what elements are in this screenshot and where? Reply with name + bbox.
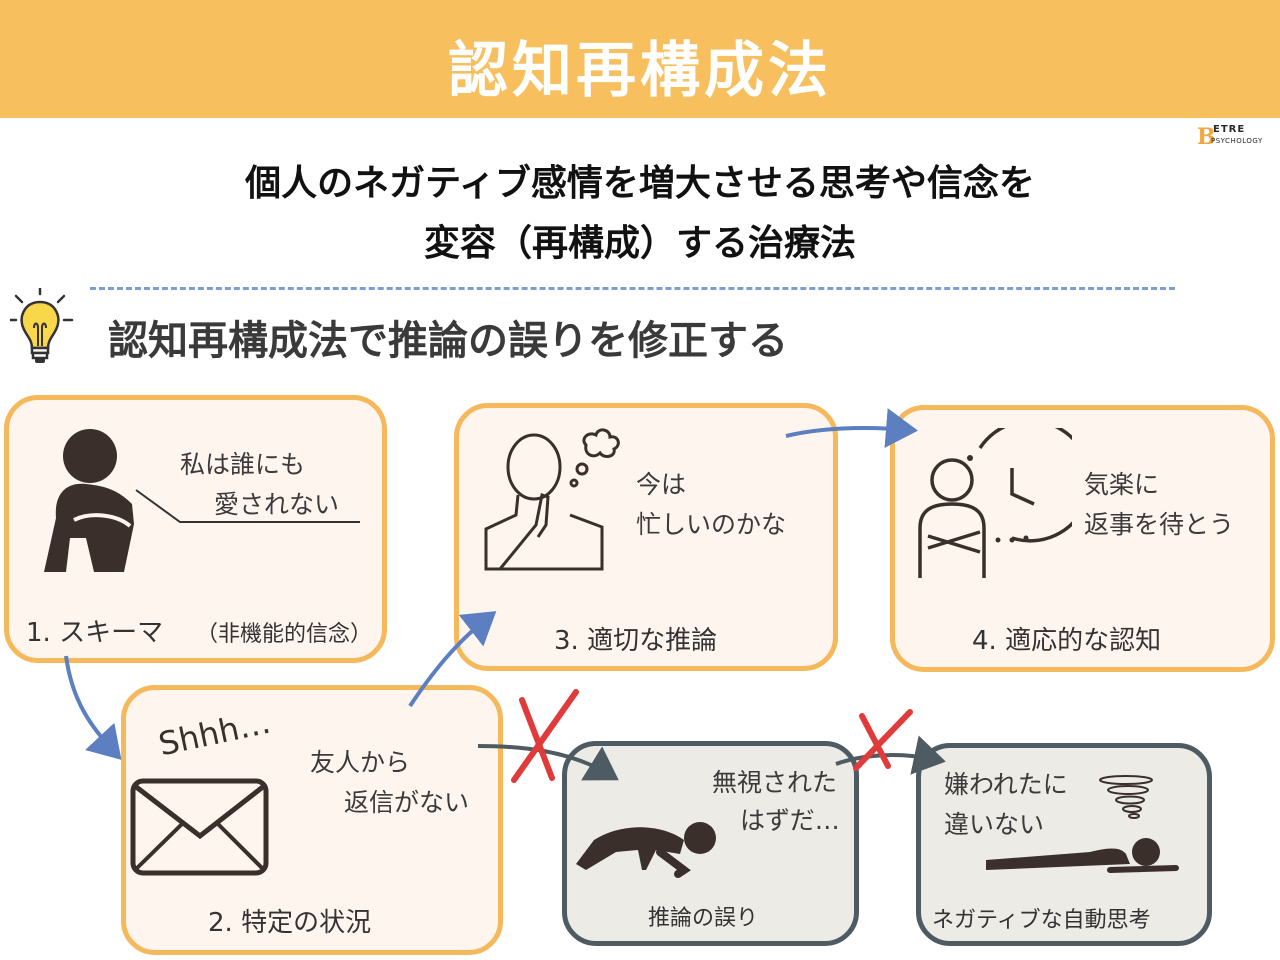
envelope-icon (130, 778, 269, 876)
page-title: 認知再構成法 (448, 36, 832, 106)
appropriate-inference-box (454, 403, 838, 671)
negative-caption: ネガティブな自動思考 (932, 908, 1151, 933)
schema-thought-line1: 私は誰にも (180, 450, 306, 479)
logo-line2: PSYCHOLOGY (1211, 137, 1263, 145)
header-banner: 認知再構成法 (0, 0, 1280, 118)
betre-logo: B ETRE PSYCHOLOGY (1197, 124, 1275, 150)
adaptive-text-line1: 気楽に (1084, 470, 1160, 499)
error-text-line2: はずだ… (740, 806, 840, 835)
arrow-appropriate-to-adaptive (785, 408, 918, 449)
situation-text-line1: 友人から (310, 748, 411, 777)
cross-mark-1 (511, 689, 579, 783)
lying-person-icon (986, 775, 1179, 873)
negative-text-line2: 違いない (944, 810, 1045, 839)
logo-letter: B (1197, 124, 1216, 150)
arrow-situation-to-appropriate (408, 611, 497, 708)
appropriate-text-line2: 忙しいのかな (636, 510, 787, 539)
arrow-schema-to-situation (64, 655, 122, 760)
waiting-person-clock-icon (918, 428, 1072, 578)
lightbulb-icon (10, 288, 74, 363)
negative-thought-box (916, 743, 1212, 946)
appropriate-text-line1: 今は (636, 470, 687, 499)
subtitle-line2: 変容（再構成）する治療法 (423, 223, 856, 264)
situation-caption: 2. 特定の状況 (208, 908, 372, 938)
situation-text-line2: 返信がない (344, 788, 470, 817)
logo-line1: ETRE (1213, 124, 1246, 135)
error-caption: 推論の誤り (648, 906, 759, 931)
cross-mark-2 (853, 709, 913, 771)
schema-caption-note: （非機能的信念） (196, 622, 373, 647)
error-text-line1: 無視された (712, 768, 838, 797)
sitting-person-icon (44, 429, 360, 572)
thinking-person-icon (484, 428, 620, 571)
dashed-divider (90, 287, 1175, 290)
adaptive-caption: 4. 適応的な認知 (972, 626, 1162, 656)
appropriate-caption: 3. 適切な推論 (554, 626, 718, 656)
section-title: 認知再構成法で推論の誤りを修正する (108, 318, 788, 364)
situation-box (121, 685, 503, 955)
subtitle-line1: 個人のネガティブ感情を増大させる思考や信念を (245, 163, 1035, 204)
adaptive-cognition-box (890, 405, 1275, 672)
schema-thought-line2: 愛されない (214, 490, 340, 519)
arrow-situation-to-error (477, 744, 619, 781)
negative-text-line1: 嫌われたに (944, 770, 1068, 799)
kneeling-person-icon (576, 822, 716, 878)
schema-caption: 1. スキーマ (26, 618, 164, 648)
adaptive-text-line2: 返事を待とう (1084, 510, 1235, 539)
